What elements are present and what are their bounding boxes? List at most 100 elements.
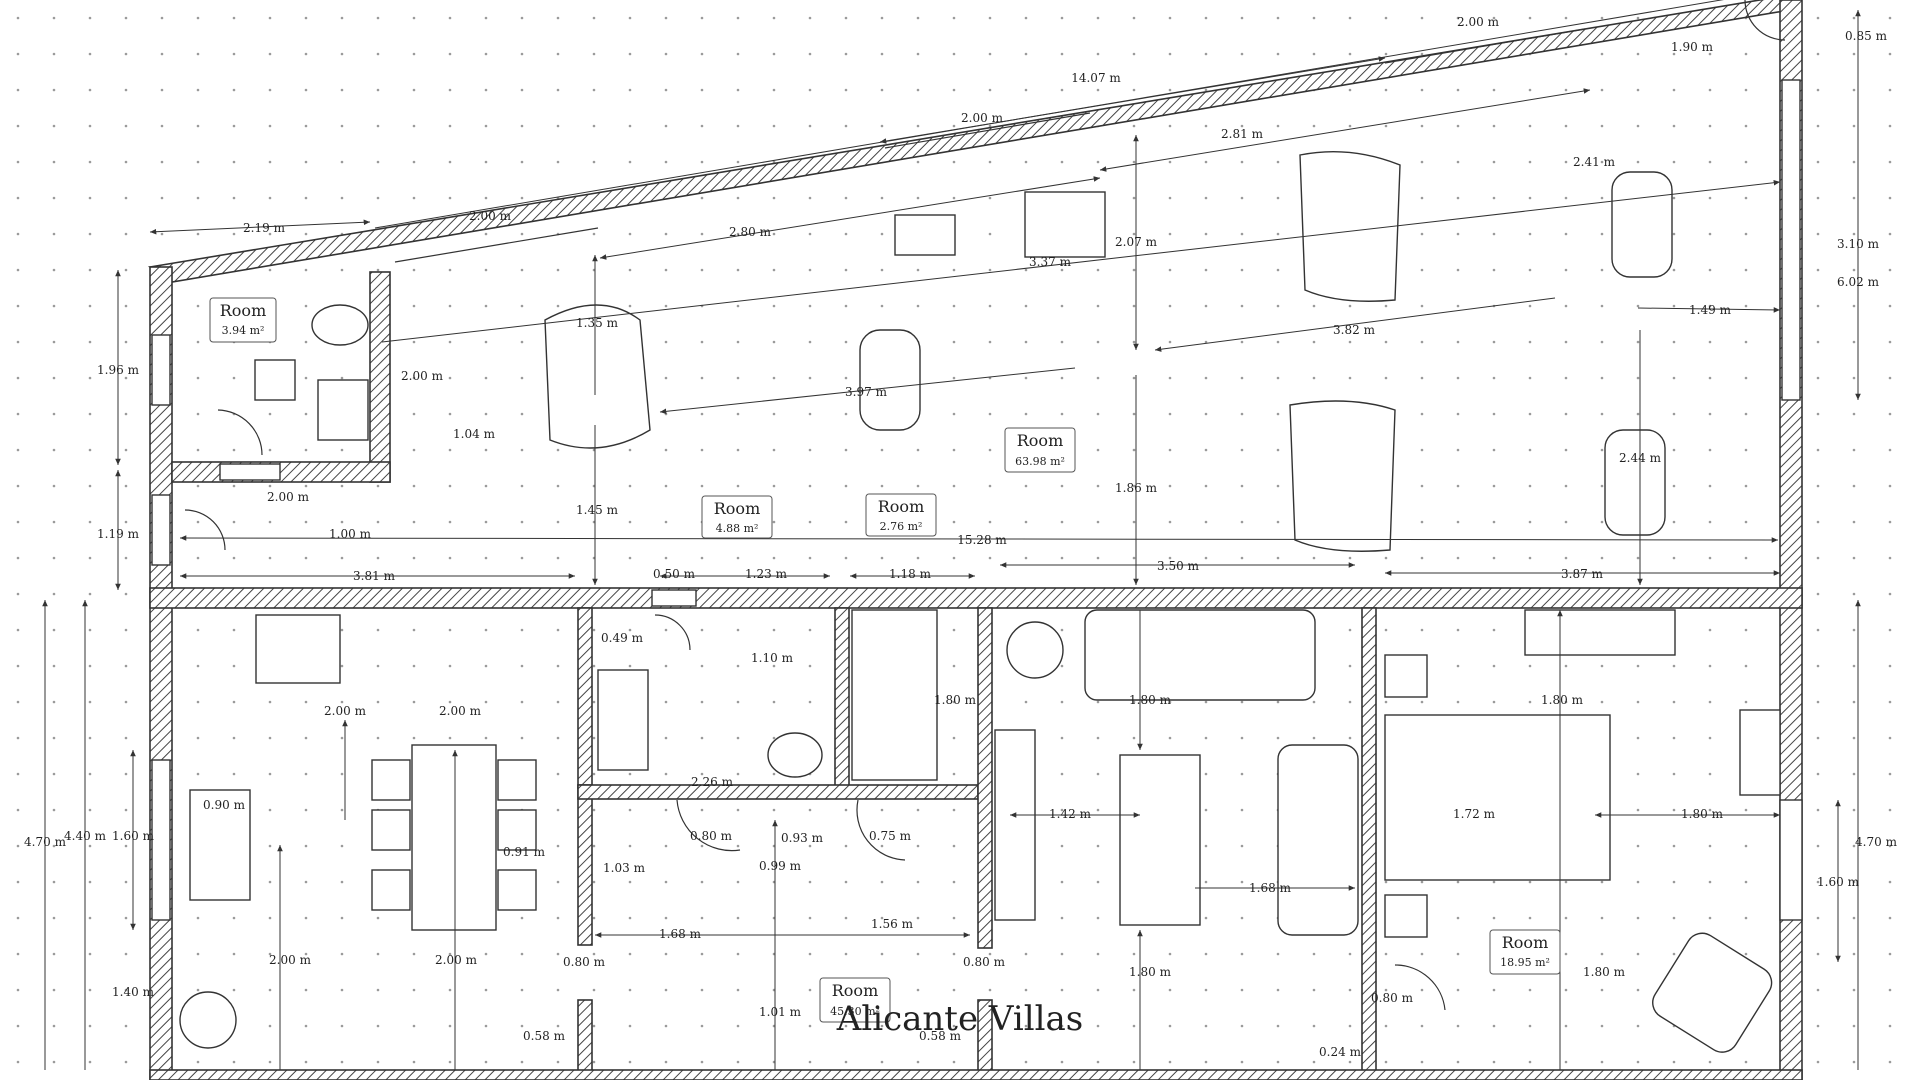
room-area: 3.94 m² <box>222 324 265 337</box>
dim-label: 0.50 m <box>653 567 696 581</box>
dim-label: 2.00 m <box>961 111 1004 125</box>
dim-label: 15.28 m <box>957 533 1007 547</box>
car-right-bottom-trunk <box>1604 429 1666 536</box>
car-right-bottom-hood <box>1289 400 1396 552</box>
utility-cabinet <box>851 609 938 781</box>
dim-label: 3.37 m <box>1029 255 1072 269</box>
room-name: Room <box>832 981 878 1000</box>
wc-shower-tray <box>317 379 369 441</box>
bathroom-fixtures <box>597 609 938 781</box>
dim-label: 0.58 m <box>523 1029 566 1043</box>
sofa-three-seat <box>1084 609 1316 701</box>
dim-label: 1.03 m <box>603 861 646 875</box>
dim-label: 2.07 m <box>1115 235 1158 249</box>
dim-label: 0.49 m <box>601 631 644 645</box>
dim-label: 4.40 m <box>64 829 107 843</box>
bath-toilet-icon <box>767 732 823 778</box>
room-area: 18.95 m² <box>1500 956 1550 969</box>
room-name: Room <box>1017 431 1063 450</box>
wc-door-opening <box>151 334 171 406</box>
dim-label: 2.44 m <box>1619 451 1662 465</box>
dim-label: 0.80 m <box>963 955 1006 969</box>
car-left-hood <box>544 304 651 449</box>
garage-door-swing <box>184 509 226 551</box>
dim-label: 3.50 m <box>1157 559 1200 573</box>
dim-label: 3.10 m <box>1837 237 1880 251</box>
wc-bottom-wall <box>171 461 391 483</box>
dim-label: 1.80 m <box>1129 965 1172 979</box>
room-name: Room <box>714 499 760 518</box>
dining-chair <box>371 809 411 851</box>
dim-label: 1.68 m <box>1249 881 1292 895</box>
coffee-table <box>1119 754 1201 926</box>
dimension-lines <box>42 0 1861 1070</box>
hall-left-wall <box>577 784 593 946</box>
dim-label: 0.93 m <box>781 831 824 845</box>
room-name: Room <box>220 301 266 320</box>
bedroom-window <box>1779 799 1803 921</box>
desk <box>1739 709 1781 796</box>
dim-label: 1.45 m <box>576 503 619 517</box>
sofa-two-seat <box>1277 744 1359 936</box>
bath-right-wall <box>834 607 850 789</box>
nightstand <box>1384 894 1428 938</box>
dining-chair <box>371 869 411 911</box>
dining-chair <box>371 759 411 801</box>
watermark-text: Alicante Villas <box>836 999 1083 1039</box>
hall-left-wall-lower <box>577 999 593 1080</box>
dim-label: 1.49 m <box>1689 303 1732 317</box>
dim-label: 1.96 m <box>97 363 140 377</box>
dim-label: 2.00 m <box>435 953 478 967</box>
dim-label: 1.80 m <box>1129 693 1172 707</box>
dim-label: 1.60 m <box>1817 875 1860 889</box>
dim-label: 1.80 m <box>1681 807 1724 821</box>
room-area: 4.88 m² <box>716 522 759 535</box>
wc-sink <box>254 359 296 401</box>
room-label-hall-a[interactable]: Room 4.88 m² <box>701 495 773 539</box>
garage-house-wall <box>149 587 1803 609</box>
room-label-wc[interactable]: Room 3.94 m² <box>209 297 277 343</box>
dim-label: 0.80 m <box>563 955 606 969</box>
dim-label: 1.42 m <box>1049 807 1092 821</box>
dim-label: 4.70 m <box>24 835 67 849</box>
wardrobe-rail <box>1524 609 1676 656</box>
dim-label: 2.80 m <box>729 225 772 239</box>
dim-label: 1.90 m <box>1671 40 1714 54</box>
dim-label: 2.00 m <box>469 209 512 223</box>
bath-door-swing <box>676 799 741 852</box>
dim-label: 2.41 m <box>1573 155 1616 169</box>
dim-label: 0.80 m <box>690 829 733 843</box>
dim-label: 0.90 m <box>203 798 246 812</box>
dim-label: 2.00 m <box>1457 15 1500 29</box>
garage-house-door <box>651 589 697 607</box>
dim-label: 3.82 m <box>1333 323 1376 337</box>
kitchen-sink-icon <box>189 789 251 901</box>
room-label-hall-b[interactable]: Room 2.76 m² <box>865 493 937 537</box>
room-label-garage[interactable]: Room 63.98 m² <box>1004 427 1076 473</box>
dim-label: 1.23 m <box>745 567 788 581</box>
dim-label: 4.70 m <box>1855 835 1898 849</box>
dim-label: 0.91 m <box>503 845 546 859</box>
room-label-living[interactable]: Room 45.30 m² <box>819 977 891 1023</box>
dim-label: 1.80 m <box>934 693 977 707</box>
wc-right-wall <box>369 271 391 483</box>
hall-door-swing <box>654 614 691 651</box>
room-label-bedroom[interactable]: Room 18.95 m² <box>1489 929 1561 975</box>
dim-label: 3.97 m <box>845 385 888 399</box>
dim-label: 3.81 m <box>353 569 396 583</box>
bedroom-door-swing <box>1394 964 1446 1011</box>
garage-side-door-opening <box>151 494 171 566</box>
dim-label: 0.24 m <box>1319 1045 1362 1059</box>
dining-chair <box>497 759 537 801</box>
nightstand <box>1384 654 1428 698</box>
bedroom-furniture <box>1384 609 1781 1053</box>
dim-label: 1.19 m <box>97 527 140 541</box>
dim-label: 2.19 m <box>243 221 286 235</box>
wc-door-swing <box>217 409 263 456</box>
dim-label: 0.75 m <box>869 829 912 843</box>
plant-icon <box>179 991 237 1049</box>
dim-label: 6.02 m <box>1837 275 1880 289</box>
dim-label: 1.68 m <box>659 927 702 941</box>
dim-label: 3.87 m <box>1561 567 1604 581</box>
